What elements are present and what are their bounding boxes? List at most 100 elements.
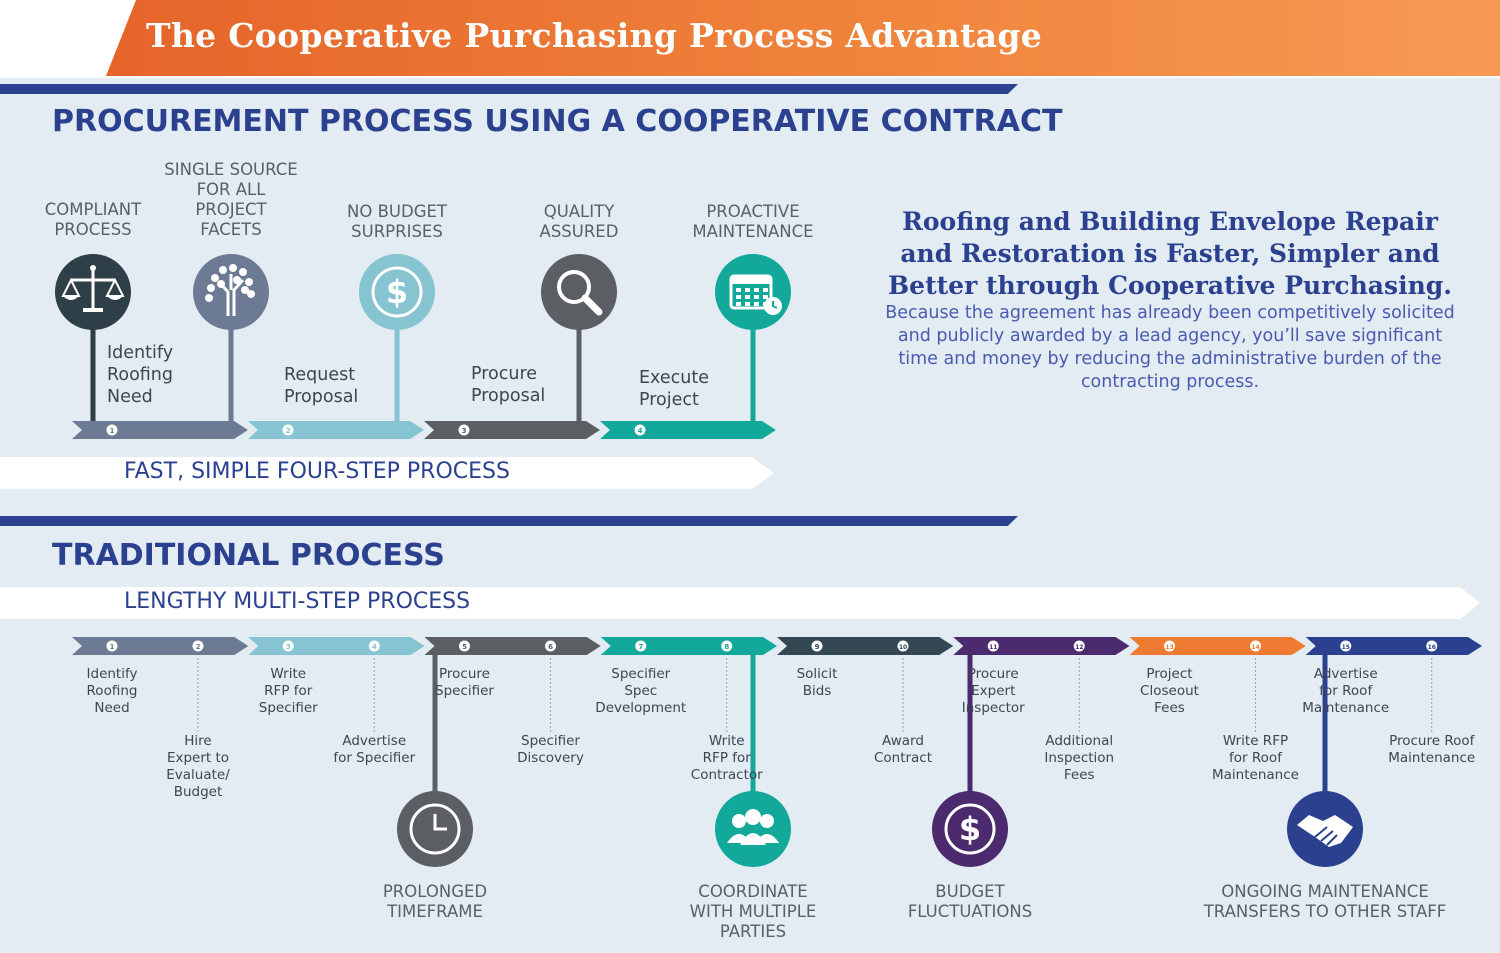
traditional-step-arrow	[1305, 637, 1482, 655]
traditional-step-number-circle	[1164, 640, 1175, 652]
coop-step-number: 1	[110, 427, 115, 435]
coop-step-number: 2	[286, 427, 291, 435]
traditional-step-number: 16	[1428, 644, 1436, 651]
traditional-step-number-circle	[459, 640, 470, 652]
traditional-step-number: 3	[286, 643, 291, 651]
coop-step-arrow	[424, 421, 600, 439]
traditional-step-number-circle	[545, 640, 556, 652]
scales-icon	[55, 254, 131, 330]
callout-body: Because the agreement has already been c…	[885, 303, 1455, 392]
traditional-step-number: 8	[724, 643, 729, 651]
traditional-step-number: 12	[1075, 644, 1083, 651]
traditional-banner-text: LENGTHY MULTI-STEP PROCESS	[124, 589, 471, 614]
traditional-divider-bar	[0, 516, 1018, 526]
calendar-icon	[715, 254, 791, 330]
traditional-step-number: 1	[110, 643, 115, 651]
traditional-step-arrow	[600, 637, 777, 655]
dollar-icon: $	[932, 791, 1008, 867]
coop-step-arrow	[600, 421, 776, 439]
traditional-step-arrow	[777, 637, 954, 655]
traditional-step-number-circle	[1073, 640, 1085, 652]
coop-section-title: PROCUREMENT PROCESS USING A COOPERATIVE …	[52, 104, 1063, 139]
magnifier-icon	[541, 254, 617, 330]
traditional-step-number: 2	[196, 643, 201, 651]
coop-step-number-circle	[106, 424, 118, 436]
traditional-step-number-circle	[368, 640, 380, 652]
coop-step-number-circle	[634, 424, 646, 436]
traditional-step-number: 13	[1165, 644, 1173, 651]
page-title: The Cooperative Purchasing Process Advan…	[146, 16, 1042, 55]
svg-text:$: $	[386, 273, 408, 311]
clock-icon	[397, 791, 473, 867]
traditional-section-title: TRADITIONAL PROCESS	[52, 538, 445, 573]
traditional-step-arrow	[424, 637, 601, 655]
header-banner: The Cooperative Purchasing Process Advan…	[0, 0, 1500, 78]
traditional-step-number: 6	[548, 643, 553, 651]
traditional-step-number: 15	[1342, 644, 1350, 651]
traditional-step-number: 5	[462, 643, 467, 651]
coop-banner-text: FAST, SIMPLE FOUR-STEP PROCESS	[124, 459, 510, 484]
svg-text:$: $	[959, 810, 981, 848]
traditional-step-number: 4	[372, 643, 377, 651]
header-orange-band	[106, 0, 1500, 76]
traditional-step-arrow	[72, 637, 249, 655]
traditional-banner-arrow	[0, 587, 1480, 619]
traditional-step-number-circle	[811, 640, 823, 652]
traditional-step-arrow	[1129, 637, 1306, 655]
traditional-step-number: 14	[1251, 644, 1259, 651]
coop-step-arrow	[72, 421, 248, 439]
traditional-step-number-circle	[1426, 640, 1438, 652]
handshake-icon	[1287, 791, 1363, 867]
dollar-icon: $	[359, 254, 435, 330]
traditional-step-arrow	[953, 637, 1130, 655]
coop-divider-bar	[0, 84, 1018, 94]
coop-step-number: 3	[462, 427, 467, 435]
coop-step-number-circle	[458, 424, 470, 436]
traditional-step-number-circle	[635, 640, 647, 652]
traditional-step-number: 7	[638, 643, 643, 651]
coop-step-number-circle	[282, 424, 294, 436]
traditional-step-number: 10	[899, 644, 907, 651]
traditional-step-number-circle	[987, 640, 999, 652]
traditional-step-number-circle	[721, 640, 733, 652]
traditional-step-number-circle	[282, 640, 294, 652]
traditional-step-number-circle	[1340, 640, 1352, 652]
tree-icon	[193, 254, 269, 330]
callout-heading: Roofing and Building Envelope Repair and…	[888, 207, 1452, 300]
traditional-step-arrow	[248, 637, 425, 655]
coop-banner-arrow	[0, 457, 774, 489]
traditional-step-number: 9	[815, 643, 820, 651]
coop-step-number: 4	[638, 427, 643, 435]
traditional-step-number: 11	[989, 644, 997, 651]
traditional-step-number-circle	[897, 640, 909, 652]
traditional-step-number-circle	[1250, 640, 1261, 652]
group-icon	[715, 791, 791, 867]
